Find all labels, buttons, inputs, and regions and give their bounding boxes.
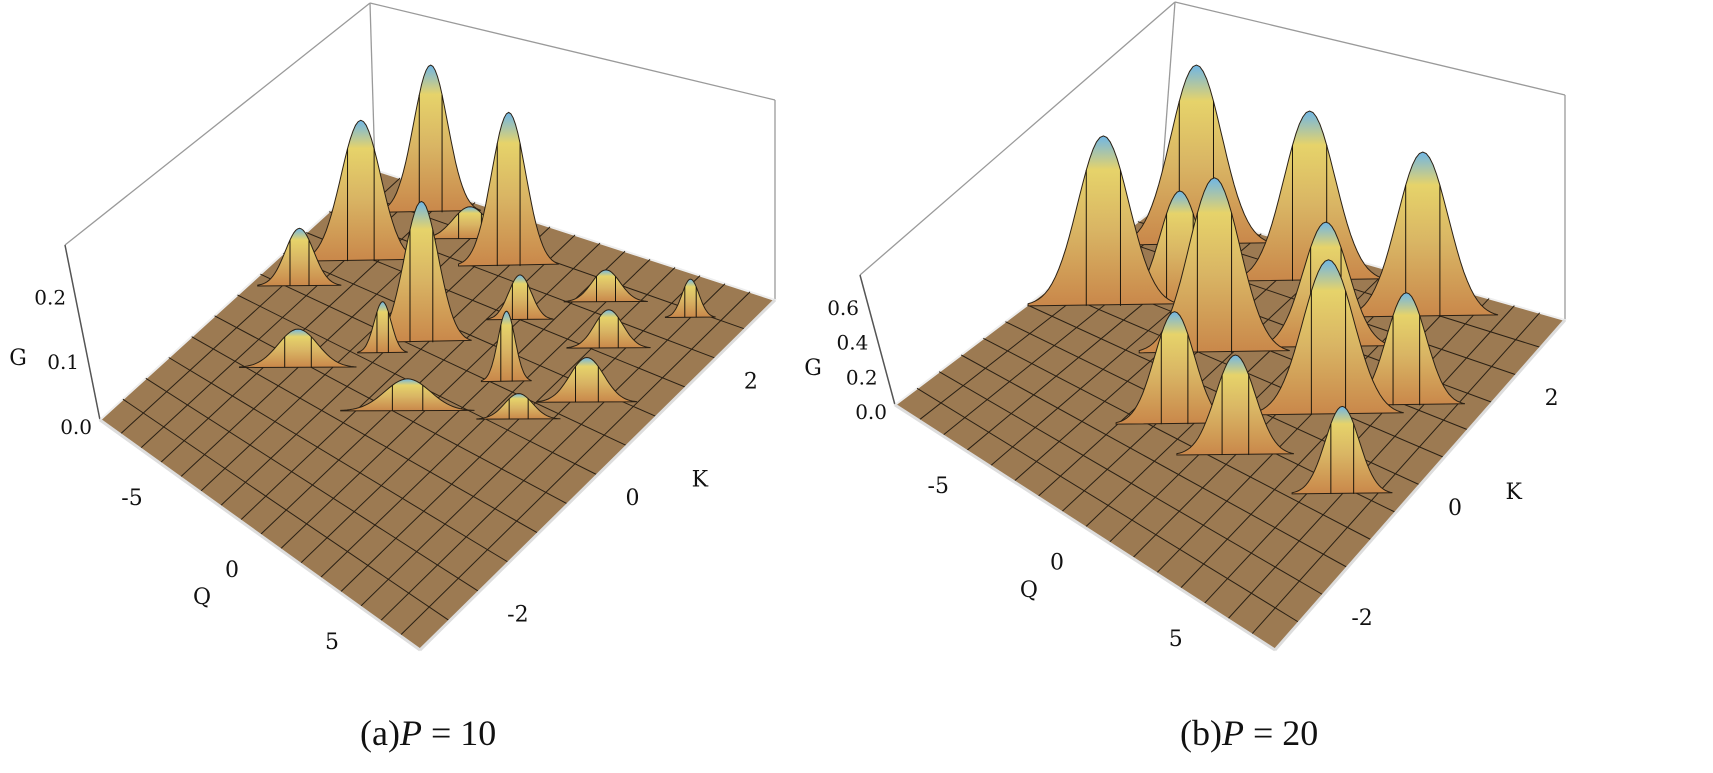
surface-peak [1120,64,1272,246]
q-tick-label: 5 [1169,627,1183,652]
surface-peak [301,119,420,262]
k-axis-label: K [692,467,709,492]
caption-b-rest: = 20 [1243,713,1319,753]
box-edge [859,1,1176,276]
k-tick-label: 2 [744,369,758,394]
k-tick-label: -2 [507,603,528,628]
surface-peak [480,310,532,383]
grid-line [916,387,1300,623]
surface-peak [566,309,651,349]
grid-line [191,336,539,534]
box-edge [369,2,776,101]
q-axis-edge [99,418,421,652]
surface-peak [257,227,342,287]
caption-a: (a)P = 10 [360,712,496,754]
surface-peak [1027,135,1179,307]
surface-peak [486,274,554,321]
g-tick-label: 0.0 [60,415,92,439]
grid-line [938,371,1324,596]
q-tick-label: 0 [1050,551,1064,576]
caption-a-rest: = 10 [421,713,497,753]
surface-peak [536,356,638,403]
g-tick-label: 0.1 [47,350,79,374]
k-tick-label: -2 [1351,606,1372,631]
surface-peak [379,64,481,213]
grid-line [145,377,480,593]
g-tick-label: 0.6 [827,296,859,320]
box-edge [369,2,376,171]
surface-peak [357,301,408,354]
k-axis-edge [418,298,777,652]
caption-a-var: P [399,713,422,753]
surface-peak [340,378,475,412]
surface-peak [457,111,559,267]
g-axis-label: G [9,346,27,371]
box-edge [1174,1,1566,96]
k-axis-label: K [1505,480,1522,505]
surface-plot-a: -5 0 5 -2 0 2 0.0 0.1 0.2G Q K [9,2,777,655]
surface-peak [1347,151,1499,318]
caption-a-prefix: (a) [360,713,400,753]
grid-line [122,398,450,622]
caption-b-var: P [1221,713,1244,753]
grid-line [961,354,1348,568]
box-edge [859,274,896,406]
box-edge [64,244,101,421]
q-tick-label: 5 [325,630,339,655]
q-axis-label: Q [1020,578,1038,603]
q-axis-edge [894,403,1276,652]
g-axis-label: G [804,356,822,381]
surface-peak [1291,405,1393,495]
grid-line [168,357,510,563]
q-tick-label: -5 [928,474,949,499]
surface-peak [476,393,561,420]
surface-peak [1252,259,1404,416]
surface-peak [1176,354,1295,456]
g-tick-label: 0.2 [34,285,66,309]
g-tick-label: 0.2 [846,365,878,389]
k-tick-label: 2 [1545,386,1559,411]
surface-plot-b: -5 0 5 -2 0 2 0.0 0.2 0.4 0.6G Q K [804,1,1567,652]
grid-line [260,273,628,447]
surface-peak [238,328,357,369]
g-tick-label: 0.4 [837,331,869,355]
k-axis-edge [1273,319,1567,651]
k-tick-label: 0 [626,486,640,511]
g-tick-label: 0.0 [855,400,887,424]
k-tick-label: 0 [1448,496,1462,521]
caption-b-prefix: (b) [1180,713,1222,753]
grid-line [983,337,1372,541]
q-tick-label: -5 [121,486,142,511]
surface-peak [563,269,648,303]
surface-peak [1233,110,1385,282]
surface-peak [664,278,716,319]
q-axis-label: Q [193,585,211,610]
box-edge [64,2,371,246]
q-tick-label: 0 [225,558,239,583]
caption-b: (b)P = 20 [1180,712,1318,754]
